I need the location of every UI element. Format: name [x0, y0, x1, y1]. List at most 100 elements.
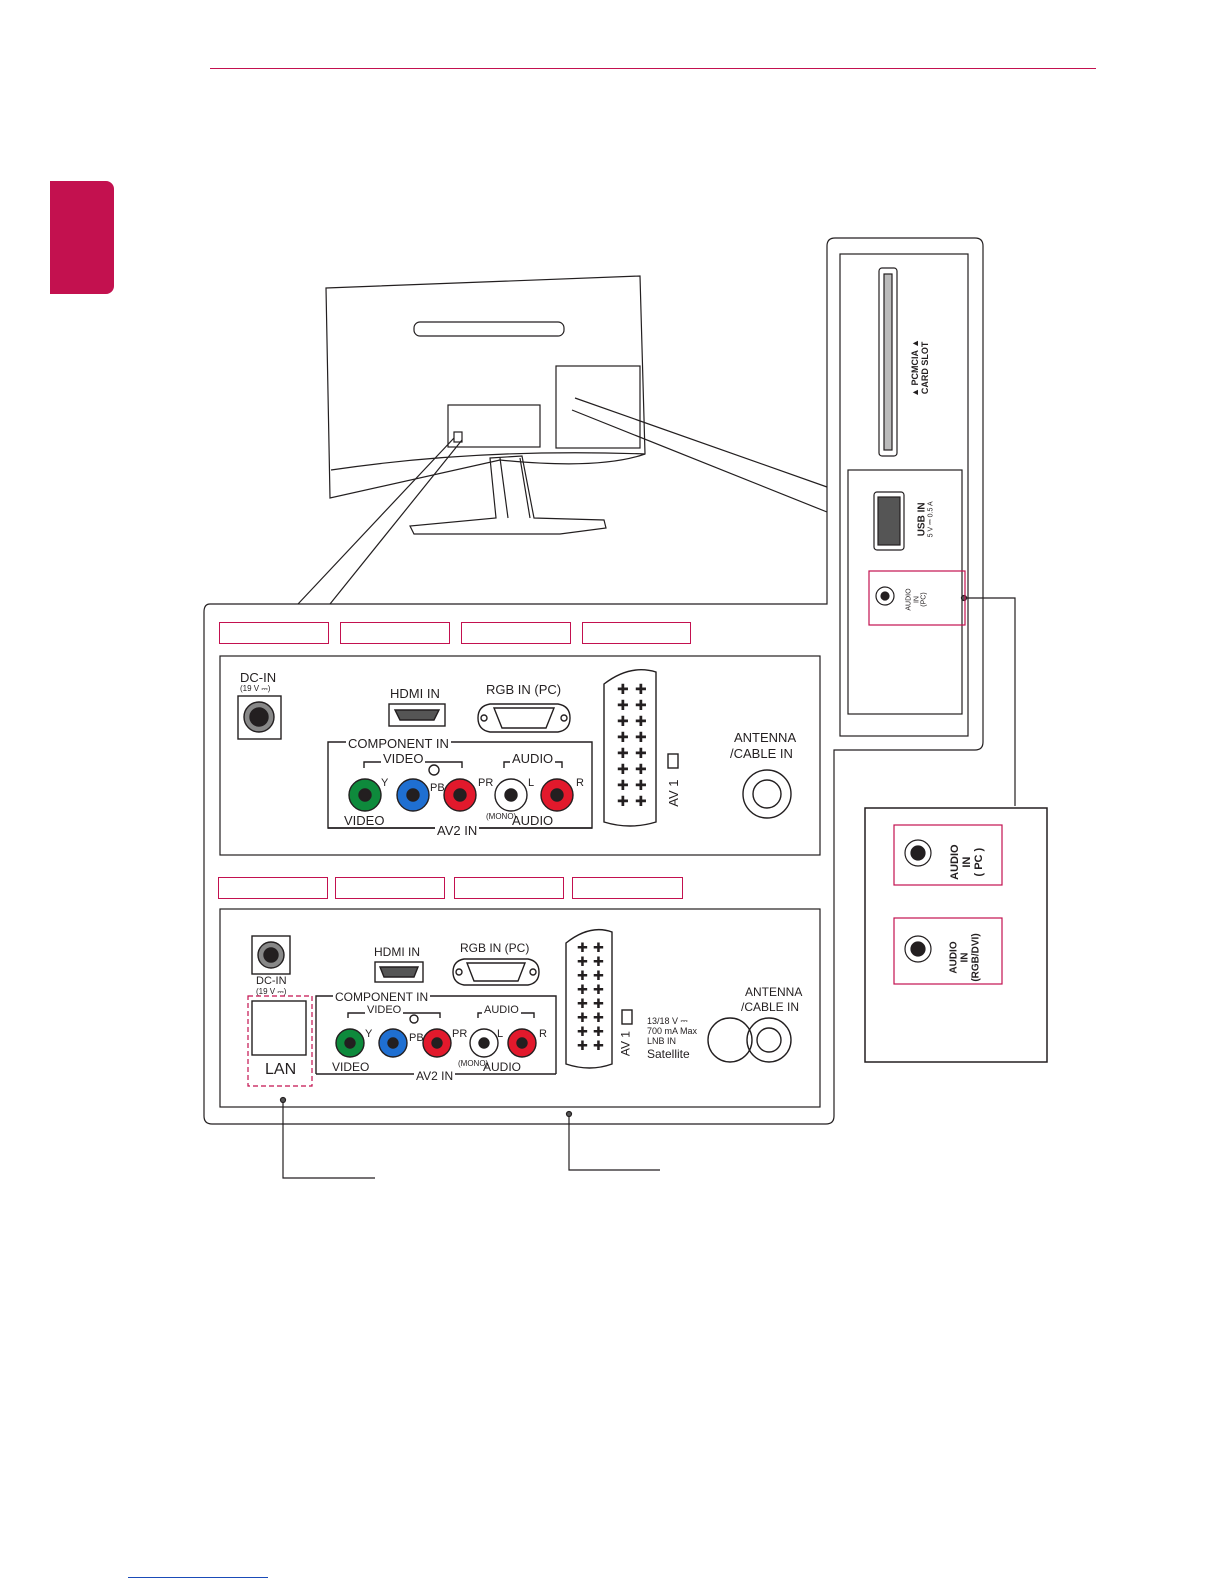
svg-text:✚: ✚: [577, 940, 588, 955]
svg-text:✚: ✚: [635, 681, 647, 697]
svg-text:✚: ✚: [617, 793, 629, 809]
pr-label: PR: [452, 1028, 468, 1040]
svg-text:✚: ✚: [635, 745, 647, 761]
pb-label: PB: [409, 1032, 424, 1044]
side-audio-in-label: AUDIO IN (PC): [905, 580, 928, 620]
svg-text:✚: ✚: [635, 697, 647, 713]
label-box: [454, 877, 564, 899]
svg-text:✚: ✚: [577, 1024, 588, 1039]
audio-top-label: AUDIO: [482, 1004, 521, 1016]
svg-text:✚: ✚: [593, 1038, 604, 1053]
usb-in-title: USB IN: [916, 502, 928, 537]
audio-bottom-label: AUDIO: [512, 813, 554, 828]
inset-panel: [864, 807, 1048, 1063]
mono-label: (MONO): [486, 812, 517, 821]
svg-text:✚: ✚: [593, 982, 604, 997]
inset-audio-dvi-label: AUDIO IN (RGB/DVI): [949, 926, 982, 990]
label-box: [461, 622, 571, 644]
svg-text:✚: ✚: [593, 940, 604, 955]
svg-text:✚: ✚: [617, 697, 629, 713]
rgb-in-label: RGB IN (PC): [460, 941, 530, 955]
lan-label: LAN: [265, 1061, 297, 1078]
rgb-in-label: RGB IN (PC): [486, 682, 562, 697]
label-box: [218, 877, 328, 899]
av2-in-label: AV2 IN: [435, 823, 480, 838]
lnb-in-label: LNB IN: [647, 1036, 677, 1046]
usb-port: [873, 491, 905, 551]
r-label: R: [539, 1028, 547, 1040]
dc-in-spec: (19 V ⎓): [240, 684, 271, 693]
svg-text:✚: ✚: [577, 982, 588, 997]
mono-label: (MONO): [458, 1059, 489, 1068]
label-box: [572, 877, 683, 899]
section-tab: [50, 181, 114, 294]
y-label: Y: [365, 1028, 373, 1040]
lnb-current-label: 700 mA Max: [647, 1026, 698, 1036]
svg-text:✚: ✚: [577, 1038, 588, 1053]
av1-label: AV 1: [665, 779, 681, 807]
component-in-label: COMPONENT IN: [346, 736, 451, 751]
side-audio-line1: AUDIO: [905, 588, 913, 611]
svg-text:✚: ✚: [577, 954, 588, 969]
satellite-label: Satellite: [647, 1047, 690, 1061]
usb-in-spec: 5 V ⎓ 0.5 A: [927, 501, 935, 538]
svg-text:✚: ✚: [617, 761, 629, 777]
pr-label: PR: [478, 777, 494, 789]
inset-pc-line1: AUDIO: [948, 844, 961, 880]
side-audio-line2: IN: [913, 596, 921, 604]
svg-text:✚: ✚: [593, 968, 604, 983]
label-box: [219, 622, 329, 644]
cable-in-label: /CABLE IN: [741, 1000, 800, 1014]
svg-text:✚: ✚: [617, 713, 629, 729]
dc-in-spec: (19 V ⎓): [256, 987, 287, 996]
video-top-label: VIDEO: [365, 1004, 404, 1016]
audio-bottom-label: AUDIO: [483, 1060, 522, 1074]
av2-in-label: AV2 IN: [414, 1069, 456, 1083]
svg-text:✚: ✚: [593, 1010, 604, 1025]
panel-b-frame: [219, 908, 821, 1108]
inset-audio-pc-label: AUDIO IN ( PC ): [949, 837, 985, 887]
component-in-label: COMPONENT IN: [333, 990, 431, 1004]
svg-text:✚: ✚: [635, 793, 647, 809]
pb-label: PB: [430, 782, 445, 794]
side-audio-line3: (PC): [920, 592, 928, 607]
pcmcia-label-line2: CARD SLOT: [920, 341, 930, 395]
usb-in-label: USB IN 5 V ⎓ 0.5 A: [917, 481, 936, 557]
svg-text:✚: ✚: [617, 729, 629, 745]
svg-text:✚: ✚: [617, 681, 629, 697]
header-rule: [210, 68, 1096, 69]
svg-text:✚: ✚: [593, 954, 604, 969]
dc-in-label: DC-IN: [256, 975, 287, 987]
pcmcia-label: ▲ PCMCIA ▲ CARD SLOT: [910, 313, 931, 423]
pcmcia-slot: [878, 267, 898, 457]
inset-pc-line3: ( PC ): [973, 847, 986, 877]
svg-text:✚: ✚: [635, 761, 647, 777]
inset-dvi-line3: (RGB/DVI): [970, 933, 982, 982]
antenna-label: ANTENNA: [734, 730, 797, 745]
svg-text:✚: ✚: [617, 745, 629, 761]
tv-handle-slot: [413, 321, 565, 337]
hdmi-in-label: HDMI IN: [374, 945, 420, 959]
tv-stand: [409, 455, 607, 535]
inset-dvi-line1: AUDIO: [948, 941, 960, 974]
label-box: [340, 622, 450, 644]
tv-input-cover: [447, 404, 541, 448]
y-label: Y: [381, 777, 389, 789]
inset-pc-line2: IN: [960, 856, 973, 868]
svg-text:✚: ✚: [593, 996, 604, 1011]
l-label: L: [528, 777, 535, 789]
video-top-label: VIDEO: [381, 751, 426, 766]
hdmi-in-label: HDMI IN: [390, 686, 440, 701]
svg-text:✚: ✚: [577, 1010, 588, 1025]
svg-text:✚: ✚: [635, 777, 647, 793]
footer-link-rule: [128, 1577, 268, 1578]
svg-text:✚: ✚: [577, 968, 588, 983]
svg-text:✚: ✚: [617, 777, 629, 793]
cable-in-label: /CABLE IN: [730, 746, 793, 761]
svg-text:✚: ✚: [635, 713, 647, 729]
r-label: R: [576, 777, 584, 789]
svg-text:✚: ✚: [635, 729, 647, 745]
main-callout-frame: [203, 237, 984, 1125]
video-bottom-label: VIDEO: [344, 813, 385, 828]
